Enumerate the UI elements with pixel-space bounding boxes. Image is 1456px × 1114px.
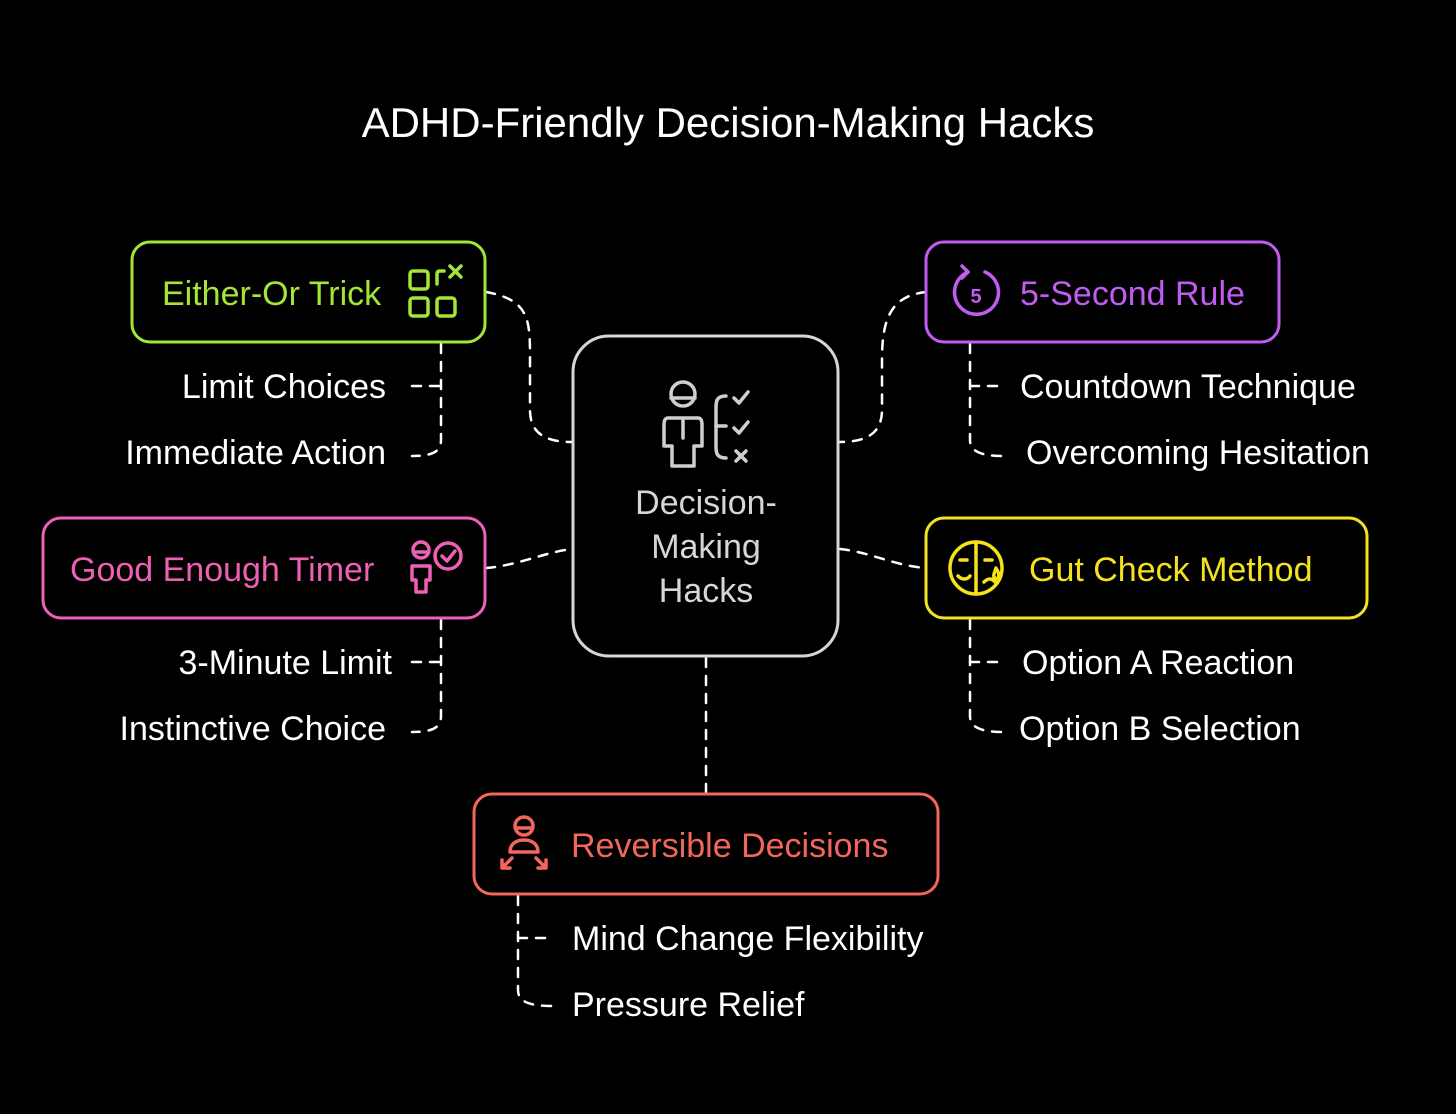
- connectors: [410, 290, 1006, 1008]
- drama-masks-icon: [948, 540, 1004, 596]
- connector-gut-check: [838, 547, 928, 570]
- connector-either-or: [484, 290, 574, 444]
- branch-label-either-or: Either-Or Trick: [162, 275, 382, 313]
- item-pressure-relief: Pressure Relief: [572, 986, 805, 1024]
- branch-label-gut-check: Gut Check Method: [1029, 551, 1312, 589]
- branch-label-good-enough: Good Enough Timer: [70, 551, 374, 589]
- countdown-5-icon: 5: [952, 264, 1001, 316]
- svg-text:5: 5: [970, 286, 981, 308]
- item-three-minute-limit: 3-Minute Limit: [178, 644, 392, 682]
- person-arrows-icon: [500, 815, 548, 870]
- item-overcoming-hesitation: Overcoming Hesitation: [1026, 434, 1370, 472]
- person-check-icon: [410, 540, 463, 594]
- person-checklist-icon: [662, 380, 750, 468]
- item-immediate-action: Immediate Action: [125, 434, 386, 472]
- branch-gut-check: Gut Check Method Option A Reaction Optio…: [924, 516, 1369, 748]
- diagram-title: ADHD-Friendly Decision-Making Hacks: [362, 99, 1095, 146]
- item-mind-change-flexibility: Mind Change Flexibility: [572, 920, 924, 958]
- connector-five-second: [838, 290, 928, 444]
- item-option-a-reaction: Option A Reaction: [1022, 644, 1294, 682]
- branch-reversible: Reversible Decisions Mind Change Flexibi…: [472, 792, 940, 1024]
- center-label-line-3: Hacks: [659, 572, 753, 610]
- item-instinctive-choice: Instinctive Choice: [120, 710, 386, 748]
- center-node: Decision- Making Hacks: [571, 334, 840, 658]
- branch-either-or: Either-Or Trick Limit Choices Immediate …: [125, 240, 487, 472]
- branch-label-five-second: 5-Second Rule: [1020, 275, 1245, 313]
- connector-good-enough: [484, 547, 574, 570]
- branch-label-reversible: Reversible Decisions: [571, 827, 888, 865]
- grid-x-icon: [408, 264, 463, 318]
- branch-good-enough: Good Enough Timer 3-Minute Limit Instinc…: [41, 516, 487, 748]
- item-limit-choices: Limit Choices: [182, 368, 386, 406]
- center-label-line-2: Making: [651, 528, 761, 566]
- item-option-b-selection: Option B Selection: [1019, 710, 1301, 748]
- center-label-line-1: Decision-: [635, 484, 777, 522]
- branch-five-second: 5 5-Second Rule Countdown Technique Over…: [924, 240, 1370, 472]
- item-countdown-technique: Countdown Technique: [1020, 368, 1356, 406]
